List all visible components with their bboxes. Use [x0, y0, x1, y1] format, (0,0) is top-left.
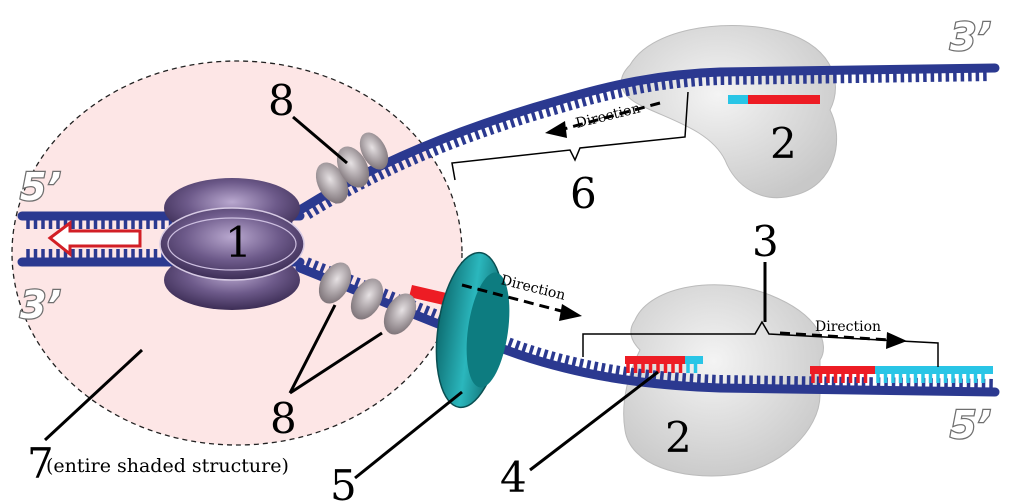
end-label-top-left: 5’	[20, 165, 61, 209]
label-clamp: 5	[330, 461, 357, 503]
leader-4	[529, 370, 659, 472]
unwinding-arrow	[47, 220, 142, 258]
leader-8-top	[292, 115, 348, 165]
label-replisome-note: (entire shaded structure)	[46, 455, 289, 477]
helicase	[159, 178, 305, 310]
leader-7	[43, 348, 144, 442]
label-helicase: 1	[225, 218, 252, 267]
primer-1	[625, 356, 703, 364]
label-polymerase-bottom: 2	[665, 413, 692, 462]
label-replisome: 7	[27, 439, 54, 488]
bracket-3	[582, 320, 939, 367]
ssb-bottom	[318, 262, 417, 335]
leader-8-bottom-a	[288, 304, 337, 394]
polymerase-bottom-blob	[623, 284, 824, 477]
end-label-bottom-right: 5’	[950, 403, 991, 447]
template-strand-upper	[295, 63, 1000, 219]
direction-label-right: Direction	[815, 319, 881, 335]
top-primer	[729, 95, 820, 104]
bracket-6	[451, 91, 689, 181]
leader-5	[354, 390, 463, 480]
end-label-bottom-left: 3’	[20, 283, 61, 327]
direction-label-middle: Direction	[499, 272, 567, 304]
polymerase-top-blob	[620, 25, 838, 199]
leader-8-bottom-b	[289, 331, 383, 395]
label-polymerase-top: 2	[770, 119, 797, 168]
label-primer: 4	[500, 453, 527, 502]
label-okazaki-fragment: 3	[752, 217, 779, 266]
ssb-top	[315, 132, 389, 204]
label-leading-strand-region: 6	[570, 169, 597, 218]
label-ssb-bottom: 8	[270, 394, 297, 443]
okazaki-fragment	[810, 366, 993, 374]
end-label-top-right: 3’	[950, 15, 991, 59]
label-ssb-top: 8	[268, 76, 295, 125]
